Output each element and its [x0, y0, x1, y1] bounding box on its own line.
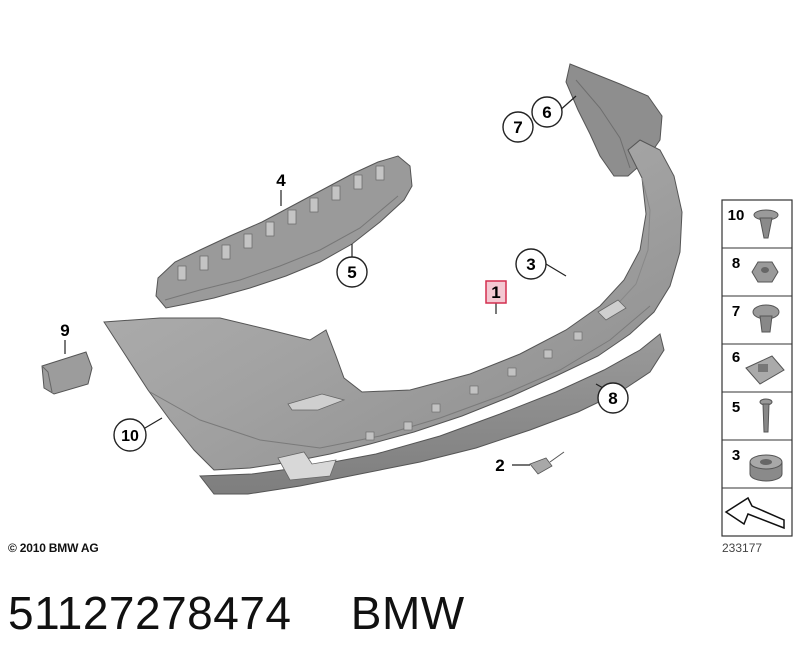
legend-num-6: 6	[732, 349, 740, 366]
impact-absorber	[155, 155, 413, 309]
footer-caption: 51127278474 BMW	[8, 586, 465, 640]
callout-2: 2	[495, 456, 504, 475]
parts-diagram: 1 2 3 4 5 6 7 8 9 10 10	[41, 63, 793, 537]
bracket-part	[41, 351, 93, 395]
legend-num-10: 10	[728, 207, 745, 224]
direction-arrow-icon	[724, 496, 785, 530]
legend-num-3: 3	[732, 447, 740, 464]
part-number: 51127278474	[8, 587, 292, 639]
svg-text:2: 2	[495, 456, 504, 475]
svg-text:6: 6	[542, 103, 551, 122]
svg-text:1: 1	[491, 283, 500, 302]
callout-9: 9	[60, 321, 69, 340]
brand-name: BMW	[350, 587, 465, 639]
collar-screw-icon	[752, 304, 780, 333]
spring-nut-icon	[745, 355, 785, 385]
callout-5: 5	[336, 256, 368, 288]
callout-3: 3	[515, 248, 547, 280]
callout-8: 8	[597, 382, 629, 414]
expanding-rivet-icon	[753, 209, 779, 239]
svg-text:8: 8	[608, 389, 617, 408]
screw-icon	[759, 398, 773, 433]
legend-column: 10 8 7 6 5 3	[721, 199, 793, 537]
svg-text:5: 5	[347, 263, 356, 282]
legend-num-7: 7	[732, 303, 740, 320]
svg-text:7: 7	[513, 118, 522, 137]
callout-6: 6	[531, 96, 563, 128]
callout-4: 4	[276, 171, 286, 190]
callout-10: 10	[113, 418, 147, 452]
copyright-notice: © 2010 BMW AG	[8, 541, 99, 555]
spacer-ring-icon	[749, 454, 783, 482]
bumper-trim-panel	[103, 139, 683, 495]
callout-7: 7	[502, 111, 534, 143]
diagram-reference-number: 233177	[722, 541, 763, 555]
hex-nut-icon	[751, 261, 779, 283]
legend-num-8: 8	[732, 255, 740, 272]
svg-text:3: 3	[526, 255, 535, 274]
svg-text:4: 4	[276, 171, 286, 190]
callout-1: 1	[485, 280, 507, 304]
svg-text:10: 10	[121, 428, 139, 445]
svg-text:9: 9	[60, 321, 69, 340]
legend-num-5: 5	[732, 399, 740, 416]
